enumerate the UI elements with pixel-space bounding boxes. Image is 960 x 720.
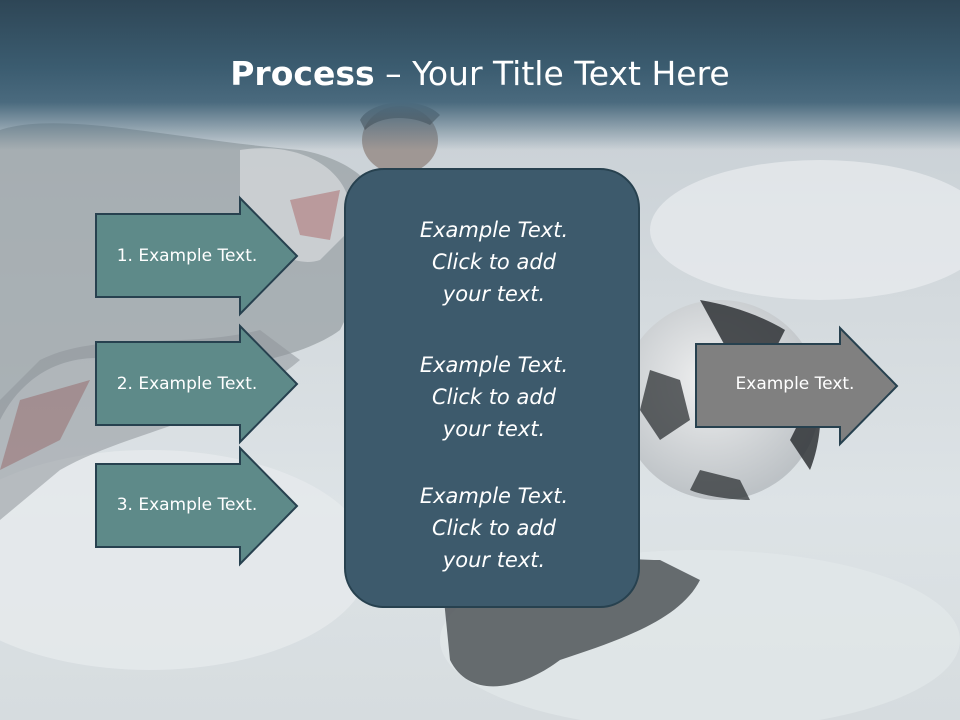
left-arrow-2[interactable]: [95, 323, 299, 445]
left-arrow-1-label: 1. Example Text.: [116, 246, 258, 266]
center-text-box[interactable]: Example Text. Click to add your text. Ex…: [344, 168, 640, 608]
left-arrow-3[interactable]: [95, 445, 299, 567]
right-arrow[interactable]: [695, 325, 899, 447]
center-box-item-2-line-3: your text.: [442, 417, 546, 441]
center-box-item-3: Example Text. Click to add your text.: [346, 480, 642, 576]
center-box-item-2: Example Text. Click to add your text.: [346, 349, 642, 445]
center-box-item-3-line-3: your text.: [442, 548, 546, 572]
center-box-item-1-line-2: Click to add: [431, 250, 556, 274]
center-box-item-1: Example Text. Click to add your text.: [346, 214, 642, 310]
center-box-item-1-line-1: Example Text.: [419, 218, 569, 242]
right-arrow-label: Example Text.: [735, 374, 855, 394]
left-arrow-2-label: 2. Example Text.: [116, 374, 258, 394]
left-arrow-1[interactable]: [95, 195, 299, 317]
center-box-item-2-line-1: Example Text.: [419, 353, 569, 377]
center-box-item-2-line-2: Click to add: [431, 385, 556, 409]
center-box-item-3-line-1: Example Text.: [419, 484, 569, 508]
left-arrow-3-label: 3. Example Text.: [116, 495, 258, 515]
center-box-item-3-line-2: Click to add: [431, 516, 556, 540]
slide-title[interactable]: Process – Your Title Text Here: [0, 52, 960, 96]
title-bar: [0, 0, 960, 150]
center-box-item-1-line-3: your text.: [442, 282, 546, 306]
title-rest-text: – Your Title Text Here: [374, 54, 730, 93]
title-bold-text: Process: [230, 54, 375, 93]
